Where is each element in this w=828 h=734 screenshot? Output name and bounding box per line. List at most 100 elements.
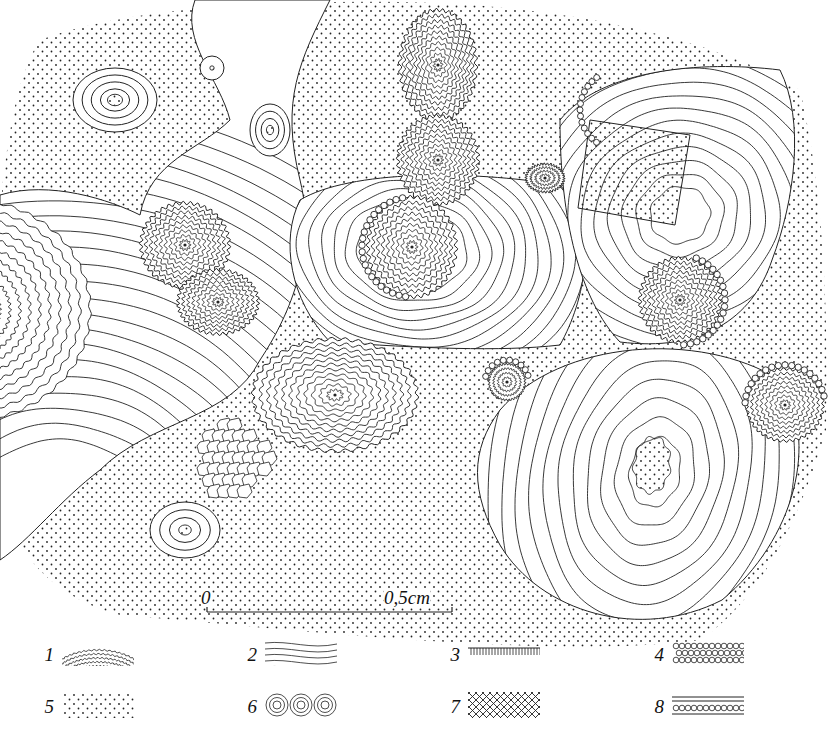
bead bbox=[673, 657, 679, 663]
bead bbox=[579, 119, 585, 125]
growth-band bbox=[770, 391, 800, 420]
legend-swatch bbox=[62, 692, 134, 718]
smooth-band bbox=[558, 341, 752, 605]
bead bbox=[715, 643, 721, 649]
bead bbox=[721, 657, 727, 663]
bead bbox=[691, 643, 697, 649]
bead bbox=[691, 657, 697, 663]
bead bbox=[721, 705, 727, 711]
bead bbox=[365, 268, 371, 274]
growth-band bbox=[493, 368, 522, 397]
tick bbox=[525, 648, 526, 655]
growth-band bbox=[259, 342, 411, 447]
tick bbox=[519, 648, 520, 655]
legend-swatch bbox=[62, 640, 134, 666]
bead bbox=[522, 367, 528, 373]
smooth-band bbox=[488, 244, 824, 702]
growth-band bbox=[207, 293, 229, 311]
smooth-band bbox=[256, 111, 285, 149]
smooth-band bbox=[538, 82, 821, 349]
tick bbox=[507, 648, 508, 655]
growth-band bbox=[212, 297, 224, 307]
tick bbox=[498, 648, 499, 655]
growth-band bbox=[304, 374, 366, 417]
bead bbox=[709, 705, 715, 711]
growth-band bbox=[381, 212, 443, 282]
growth-band bbox=[327, 389, 344, 401]
wavy-band bbox=[62, 649, 134, 666]
growth-band bbox=[396, 229, 428, 265]
smooth-band bbox=[73, 68, 157, 132]
growth-band bbox=[311, 379, 358, 411]
growth-band bbox=[426, 47, 451, 82]
smooth-band bbox=[524, 68, 828, 362]
left-banded-zone bbox=[0, 0, 517, 734]
legend-number: 5 bbox=[45, 697, 55, 716]
bead bbox=[727, 705, 733, 711]
smooth-band bbox=[510, 54, 828, 373]
legend-swatch bbox=[468, 692, 540, 718]
scale-label: 0 bbox=[201, 588, 211, 607]
lower-banded-zone bbox=[473, 225, 828, 721]
legend-number: 4 bbox=[655, 645, 665, 664]
bead bbox=[577, 107, 583, 113]
bead bbox=[673, 705, 679, 711]
concretion bbox=[638, 256, 721, 343]
bead bbox=[691, 705, 697, 711]
legend-swatch bbox=[265, 640, 337, 666]
smooth-band bbox=[322, 180, 504, 320]
beaded-rim bbox=[681, 255, 729, 348]
tick bbox=[489, 648, 490, 655]
ring bbox=[290, 694, 312, 716]
bead bbox=[720, 310, 726, 316]
hatched-fill bbox=[468, 692, 540, 718]
bead bbox=[697, 643, 703, 649]
growth-band bbox=[497, 372, 517, 392]
bead bbox=[694, 650, 700, 656]
growth-band bbox=[267, 348, 404, 443]
swatch-frame bbox=[672, 692, 744, 718]
bead bbox=[742, 650, 744, 656]
tick bbox=[492, 648, 493, 655]
concretion bbox=[746, 368, 825, 443]
dotted-inclusion bbox=[578, 120, 690, 225]
tick bbox=[474, 648, 475, 655]
concretion-rim bbox=[251, 337, 418, 452]
smooth-band bbox=[0, 393, 228, 729]
smooth-band bbox=[0, 360, 259, 734]
zone-outline bbox=[560, 67, 795, 344]
bead bbox=[816, 380, 822, 386]
bead bbox=[717, 277, 723, 283]
cell bbox=[257, 462, 272, 476]
bead bbox=[715, 705, 721, 711]
bead bbox=[757, 371, 763, 377]
smooth-band bbox=[212, 97, 609, 402]
growth-band bbox=[159, 220, 211, 269]
bead bbox=[721, 643, 727, 649]
bead bbox=[721, 290, 727, 296]
bead bbox=[733, 705, 739, 711]
growth-band bbox=[652, 271, 708, 330]
bead bbox=[739, 705, 744, 711]
bead bbox=[775, 362, 781, 368]
smooth-band bbox=[628, 436, 680, 507]
smooth-band bbox=[0, 423, 197, 695]
smooth-band bbox=[0, 408, 213, 712]
growth-band bbox=[540, 174, 551, 183]
concretion bbox=[488, 363, 526, 401]
tick bbox=[483, 648, 484, 655]
smooth-band bbox=[0, 135, 484, 734]
concretion bbox=[396, 114, 479, 205]
bead bbox=[712, 650, 718, 656]
ring bbox=[294, 698, 309, 713]
bead bbox=[581, 125, 587, 131]
swatch-frame bbox=[265, 692, 337, 718]
legend-number: 8 bbox=[655, 697, 665, 716]
ring bbox=[318, 698, 333, 713]
smooth-band bbox=[265, 648, 337, 652]
smooth-band bbox=[601, 398, 710, 546]
core-dot bbox=[410, 245, 413, 248]
growth-band bbox=[402, 14, 473, 116]
concretion bbox=[251, 337, 418, 452]
